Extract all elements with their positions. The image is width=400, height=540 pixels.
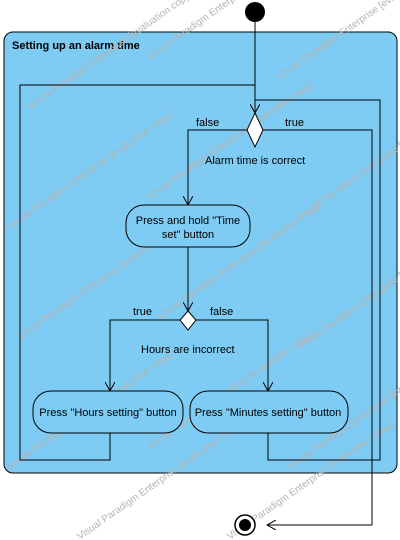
- action-minutes-setting-label: Press "Minutes setting" button: [195, 407, 342, 419]
- edge-hours-loop: [19, 84, 255, 461]
- edge-minutes-loop: [255, 99, 381, 461]
- edge-decision2-true: [110, 319, 180, 391]
- decision-hours-incorrect: [179, 310, 197, 331]
- edge-decision1-false: [188, 129, 247, 205]
- initial-node: [245, 2, 265, 22]
- action-press-hold-time-set: [125, 204, 251, 248]
- final-node: [234, 514, 256, 536]
- partition-title: Setting up an alarm time: [12, 40, 140, 52]
- decision1-false-label: false: [196, 117, 219, 129]
- action-hours-setting: [32, 390, 184, 434]
- decision-alarm-time: [246, 111, 264, 149]
- action-minutes-setting: [189, 390, 349, 434]
- decision2-condition: Hours are incorrect: [141, 344, 235, 356]
- decision1-true-label: true: [285, 117, 304, 129]
- decision1-condition: Alarm time is correct: [205, 155, 305, 167]
- partition-box: [3, 31, 398, 474]
- edge-decision2-false: [196, 319, 268, 391]
- decision2-true-label: true: [133, 306, 152, 318]
- decision2-false-label: false: [210, 306, 233, 318]
- action-press-hold-line2: set" button: [162, 229, 214, 241]
- action-hours-setting-label: Press "Hours setting" button: [39, 407, 176, 419]
- edge-decision1-true: [263, 129, 373, 525]
- action-press-hold-line1: Press and hold "Time: [136, 215, 240, 227]
